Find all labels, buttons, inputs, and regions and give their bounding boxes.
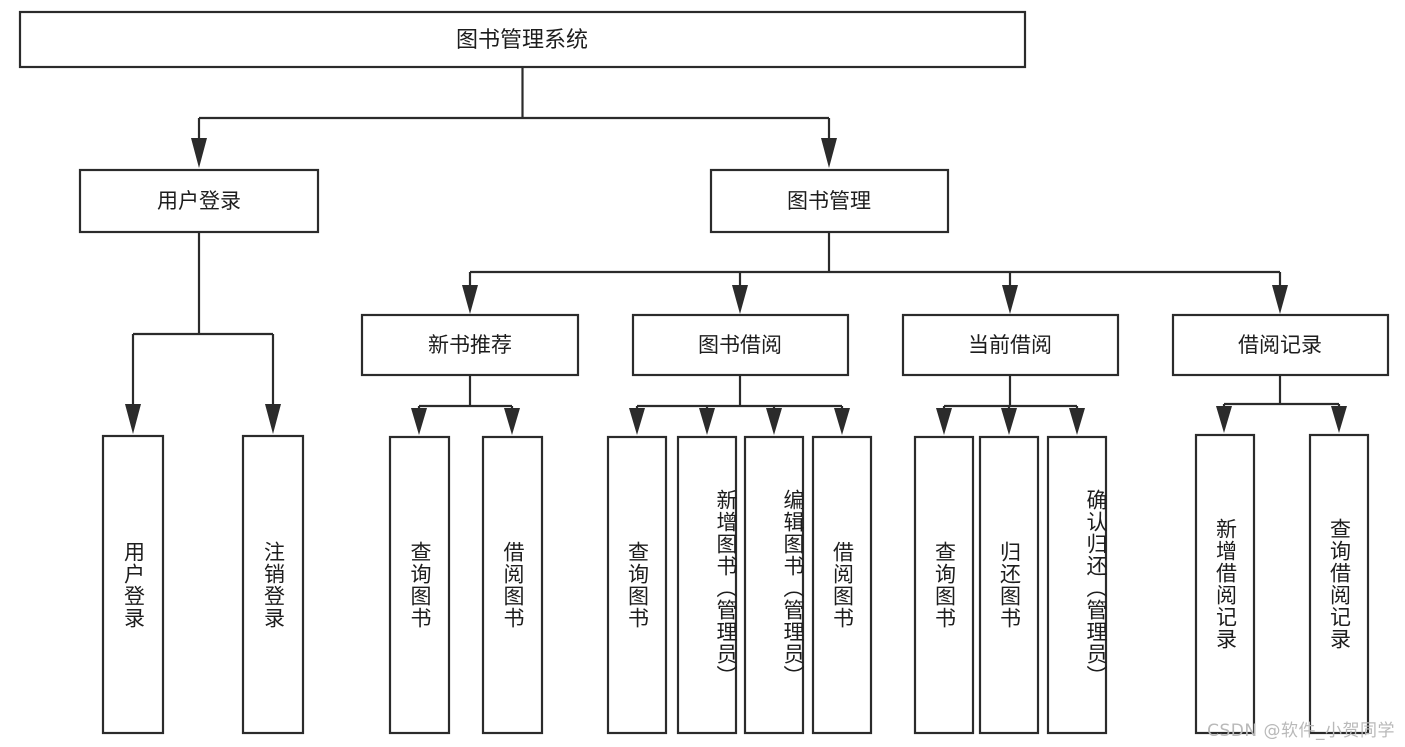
arrow-bm-to-borrow-record [1272,285,1288,314]
arrow-borrowrecord-leaf-1 [1216,406,1232,433]
node-current-borrow-box[interactable] [901,313,1120,377]
connector-group-user-login [125,232,281,434]
node-new-book-recommend-label: 新书推荐 [428,333,512,357]
leaf-query-record-box[interactable] [1308,433,1370,735]
arrow-bookborrow-leaf-3 [766,408,782,435]
arrow-newbook-leaf-1 [411,408,427,435]
leaf-return-book-box[interactable] [978,435,1040,735]
leaf-logout-box[interactable] [241,434,305,735]
arrow-bm-to-new-book [462,285,478,314]
connector-group-current-borrow [936,375,1085,435]
arrow-bm-to-current-borrow [1002,285,1018,314]
node-borrow-record-label: 借阅记录 [1238,333,1322,357]
node-book-manage-box[interactable] [709,168,950,234]
leaf-user-login-box[interactable] [101,434,165,735]
leaf-query-book-1-box[interactable] [388,435,451,735]
csdn-watermark: CSDN @软件_小贺同学 [1207,721,1395,741]
leaf-query-book-2-box[interactable] [606,435,668,735]
node-user-login-label: 用户登录 [157,189,241,213]
connector-group-new-book [411,375,520,435]
node-borrow-record-box[interactable] [1171,313,1390,377]
node-book-borrow-box[interactable] [631,313,850,377]
arrow-currentborrow-leaf-1 [936,408,952,435]
leaf-confirm-return-box[interactable] [1046,435,1108,735]
arrow-user-login-leaf-1 [125,404,141,434]
arrow-user-login-leaf-2 [265,404,281,434]
arrow-bm-to-book-borrow [732,285,748,314]
node-current-borrow-label: 当前借阅 [968,333,1052,357]
leaf-add-book-box[interactable] [676,435,738,735]
node-book-manage-label: 图书管理 [787,189,871,213]
connector-group-borrow-record [1216,375,1347,433]
connector-group-root [191,67,837,168]
arrow-currentborrow-leaf-2 [1001,408,1017,435]
node-root-box[interactable] [18,10,1027,69]
leaf-add-record-box[interactable] [1194,433,1256,735]
connector-group-book-manage [462,232,1288,314]
leaf-query-book-3-box[interactable] [913,435,975,735]
arrow-bookborrow-leaf-1 [629,408,645,435]
arrow-currentborrow-leaf-3 [1069,408,1085,435]
node-book-borrow-label: 图书借阅 [698,333,782,357]
leaf-borrow-book-2-box[interactable] [811,435,873,735]
arrow-root-to-book-manage [821,138,837,168]
node-new-book-recommend-box[interactable] [360,313,580,377]
leaf-edit-book-box[interactable] [743,435,805,735]
node-user-login-box[interactable] [78,168,320,234]
arrow-newbook-leaf-2 [504,408,520,435]
node-root-label: 图书管理系统 [456,28,588,53]
leaf-borrow-book-1-box[interactable] [481,435,544,735]
arrow-bookborrow-leaf-4 [834,408,850,435]
connector-group-book-borrow [629,375,850,435]
arrow-borrowrecord-leaf-2 [1331,406,1347,433]
arrow-root-to-user-login [191,138,207,168]
arrow-bookborrow-leaf-2 [699,408,715,435]
